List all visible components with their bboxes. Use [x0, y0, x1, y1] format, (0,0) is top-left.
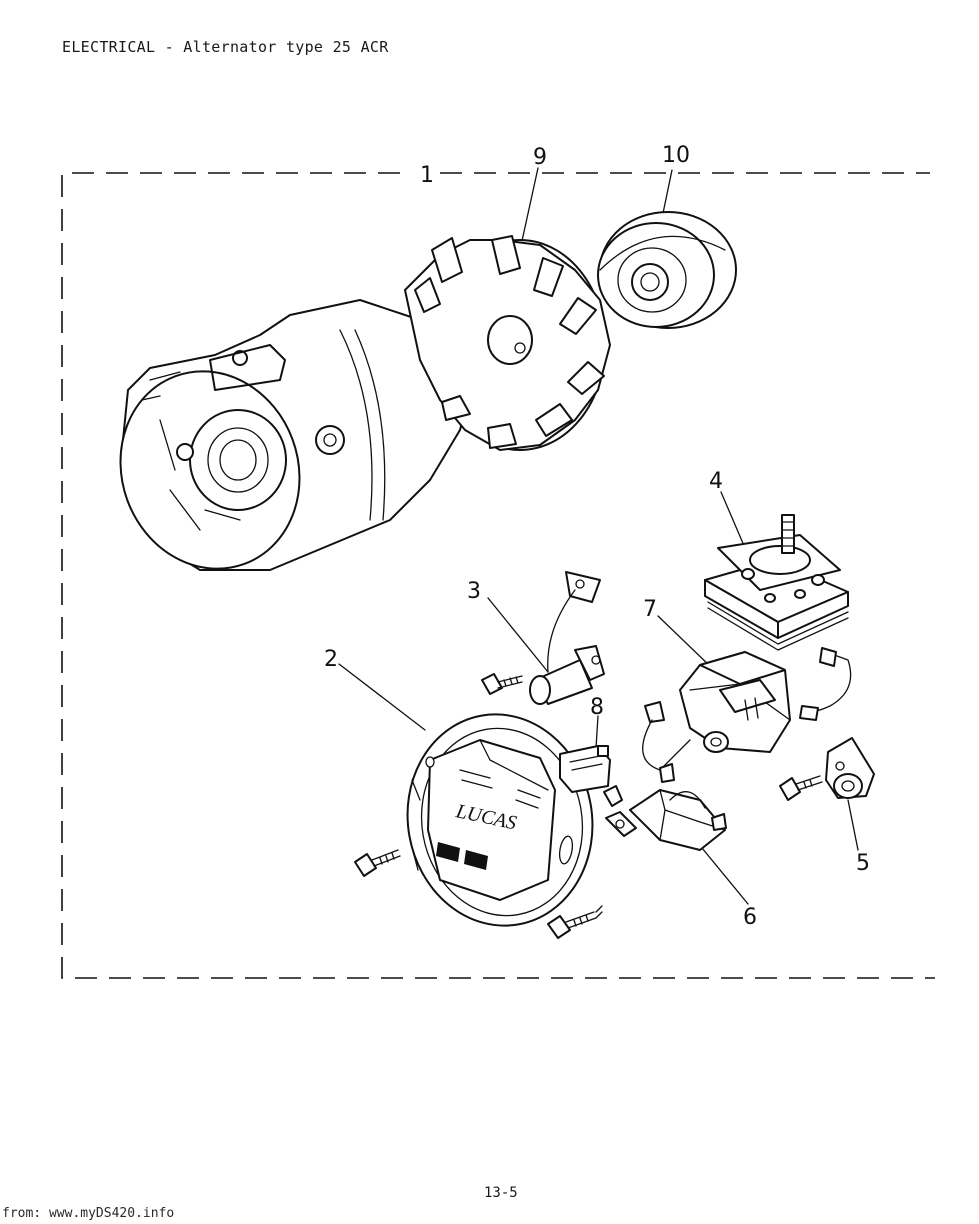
callout-4: 4: [709, 469, 723, 494]
screw-regulator: [779, 775, 823, 801]
assembly-boundary: [61, 172, 935, 979]
capacitor: [529, 571, 605, 705]
rectifier-pack: [704, 514, 849, 651]
screw-bracket: [547, 905, 603, 939]
terminal-connector: [559, 745, 637, 837]
screw-end-cover: [354, 849, 401, 877]
fan: [404, 235, 611, 451]
end-cover: LUCAS: [406, 713, 594, 927]
callout-1: 1: [420, 163, 434, 188]
callout-3: 3: [467, 579, 481, 604]
regulator-bracket: [629, 763, 727, 851]
screw-capacitor: [481, 673, 523, 695]
callout-5: 5: [856, 851, 870, 876]
surge-diode: [799, 647, 875, 799]
callout-8: 8: [590, 695, 604, 720]
callout-10: 10: [662, 143, 690, 168]
callout-2: 2: [324, 647, 338, 672]
page-title: ELECTRICAL - Alternator type 25 ACR: [62, 38, 389, 56]
alternator-body: [119, 299, 471, 571]
page-number: 13-5: [484, 1185, 518, 1201]
callout-7: 7: [643, 597, 657, 622]
callout-9: 9: [533, 145, 547, 170]
callout-labels: 1 2 3 4 5 6 7 8 9 10: [324, 143, 870, 930]
leader-lines: [338, 167, 859, 905]
pulley: [597, 211, 737, 329]
source-footer: from: www.myDS420.info: [2, 1206, 175, 1221]
brush-box: [642, 651, 791, 771]
callout-6: 6: [743, 905, 757, 930]
